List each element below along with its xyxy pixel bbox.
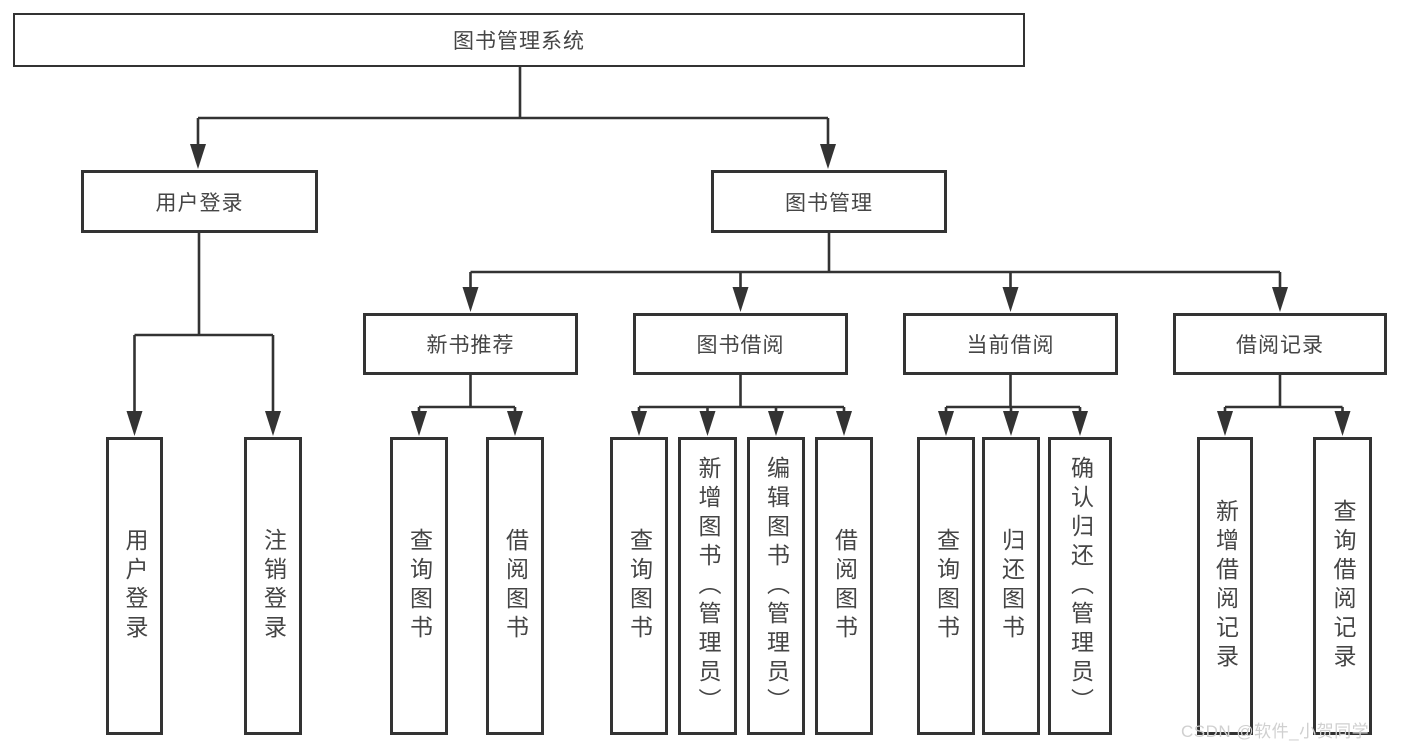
leaf-logout-label: 注销登录 (260, 528, 287, 644)
leaf-add-borrow-record-label: 新增借阅记录 (1212, 499, 1239, 673)
watermark: CSDN @软件_小贺同学 (1181, 722, 1370, 741)
arrow-down-icon (1003, 411, 1019, 436)
arrow-down-icon (265, 411, 281, 436)
node-borrow-records-label: 借阅记录 (1236, 334, 1324, 357)
node-borrow-records: 借阅记录 (1173, 313, 1387, 375)
leaf-query-books-rec: 查询图书 (390, 437, 448, 735)
leaf-user-login: 用户登录 (106, 437, 163, 735)
node-new-book-rec: 新书推荐 (363, 313, 578, 375)
arrow-down-icon (631, 411, 647, 436)
leaf-user-login-label: 用户登录 (122, 528, 148, 644)
leaf-borrow-books-rec: 借阅图书 (486, 437, 544, 735)
leaf-confirm-return-admin-label: 确认归还（管理员） (1067, 455, 1094, 717)
leaf-add-book-admin-label: 新增图书（管理员） (695, 455, 721, 717)
node-root-label: 图书管理系统 (453, 30, 585, 53)
node-user-login-label: 用户登录 (155, 191, 244, 215)
arrow-down-icon (190, 144, 206, 169)
arrow-down-icon (699, 411, 716, 436)
node-new-book-rec-label: 新书推荐 (426, 334, 515, 357)
arrow-down-icon (1272, 287, 1288, 312)
arrow-down-icon (126, 411, 143, 436)
node-user-login: 用户登录 (81, 170, 318, 233)
arrow-down-icon (507, 411, 523, 436)
leaf-borrow-books-rec-label: 借阅图书 (502, 528, 529, 644)
arrow-down-icon (1217, 411, 1233, 436)
leaf-edit-book-admin: 编辑图书（管理员） (747, 437, 805, 735)
node-current-borrow-label: 当前借阅 (966, 334, 1055, 357)
arrow-down-icon (836, 411, 852, 436)
arrow-down-icon (1334, 411, 1351, 436)
leaf-add-borrow-record: 新增借阅记录 (1197, 437, 1253, 735)
arrow-down-icon (938, 411, 954, 436)
arrow-down-icon (411, 411, 427, 436)
arrow-down-icon (1072, 411, 1088, 436)
leaf-edit-book-admin-label: 编辑图书（管理员） (763, 455, 790, 717)
arrow-down-icon (462, 287, 479, 312)
leaf-query-books-rec-label: 查询图书 (406, 528, 433, 644)
leaf-query-books-borrow: 查询图书 (610, 437, 668, 735)
arrow-down-icon (820, 144, 836, 169)
arrow-down-icon (768, 411, 784, 436)
leaf-query-books-borrow-label: 查询图书 (626, 528, 653, 644)
node-book-borrow: 图书借阅 (633, 313, 848, 375)
arrow-down-icon (1002, 287, 1019, 312)
node-book-mgmt-label: 图书管理 (785, 191, 873, 215)
leaf-logout: 注销登录 (244, 437, 302, 735)
leaf-borrow-books: 借阅图书 (815, 437, 873, 735)
leaf-return-book-label: 归还图书 (998, 528, 1025, 644)
node-current-borrow: 当前借阅 (903, 313, 1118, 375)
node-book-mgmt: 图书管理 (711, 170, 947, 233)
node-book-borrow-label: 图书借阅 (696, 334, 785, 357)
leaf-return-book: 归还图书 (982, 437, 1040, 735)
node-root: 图书管理系统 (13, 13, 1025, 67)
leaf-confirm-return-admin: 确认归还（管理员） (1048, 437, 1112, 735)
leaf-query-borrow-record: 查询借阅记录 (1313, 437, 1372, 735)
leaf-query-books-current: 查询图书 (917, 437, 975, 735)
leaf-query-books-current-label: 查询图书 (933, 528, 960, 644)
leaf-query-borrow-record-label: 查询借阅记录 (1330, 499, 1356, 673)
leaf-add-book-admin: 新增图书（管理员） (678, 437, 737, 735)
arrow-down-icon (732, 287, 749, 312)
leaf-borrow-books-label: 借阅图书 (831, 528, 858, 644)
